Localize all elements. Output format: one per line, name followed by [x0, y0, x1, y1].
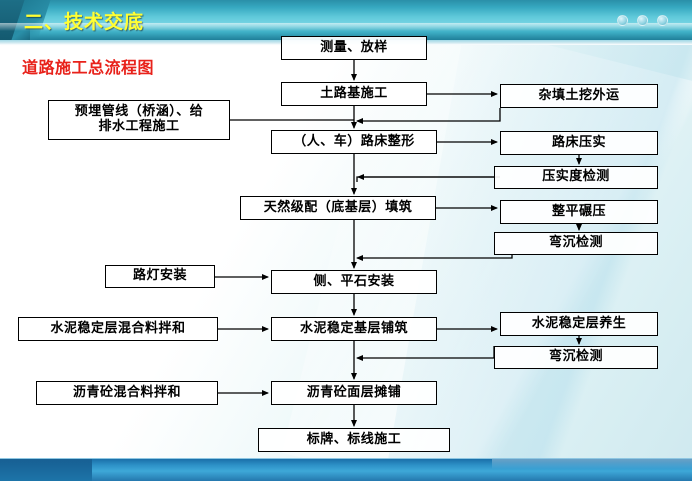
flow-node-r4[interactable]: 整平碾压	[500, 200, 658, 224]
footer-left-accent	[0, 459, 92, 481]
flow-node-l3[interactable]: 水泥稳定层混合料拌和	[18, 317, 218, 341]
flow-node-n3[interactable]: （人、车）路床整形	[271, 130, 437, 154]
flowchart-title: 道路施工总流程图	[22, 58, 155, 77]
banner-dot-icon-1	[617, 15, 628, 26]
page-title: 二、技术交底	[24, 11, 145, 33]
flow-node-r1[interactable]: 杂填土挖外运	[500, 84, 658, 108]
flow-node-n4[interactable]: 天然级配（底基层）填筑	[240, 196, 436, 220]
banner-dots-group	[617, 15, 668, 26]
flow-node-n6[interactable]: 水泥稳定基层铺筑	[271, 317, 437, 341]
flow-node-r5[interactable]: 弯沉检测	[494, 232, 658, 255]
flow-node-r6[interactable]: 水泥稳定层养生	[500, 312, 658, 336]
banner-dot-icon-2	[637, 15, 648, 26]
flow-node-n5[interactable]: 侧、平石安装	[271, 270, 437, 294]
header-banner: 二、技术交底	[0, 0, 692, 40]
flow-node-n8[interactable]: 标牌、标线施工	[258, 428, 450, 452]
footer-bar	[0, 458, 692, 481]
banner-sheen	[0, 23, 692, 31]
flow-node-n1[interactable]: 测量、放样	[281, 36, 427, 60]
flow-node-r7[interactable]: 弯沉检测	[494, 346, 658, 369]
flow-node-l2[interactable]: 路灯安装	[105, 265, 215, 288]
flow-node-r3[interactable]: 压实度检测	[494, 166, 658, 189]
footer-highlight	[492, 459, 692, 469]
banner-dot-icon-3	[657, 15, 668, 26]
flow-node-n7[interactable]: 沥青砼面层摊铺	[271, 381, 437, 405]
flow-node-n2[interactable]: 土路基施工	[281, 82, 427, 106]
flow-node-r2[interactable]: 路床压实	[500, 131, 658, 155]
flow-node-l1[interactable]: 预埋管线（桥涵）、给 排水工程施工	[48, 100, 230, 140]
flow-node-l4[interactable]: 沥青砼混合料拌和	[36, 381, 218, 405]
